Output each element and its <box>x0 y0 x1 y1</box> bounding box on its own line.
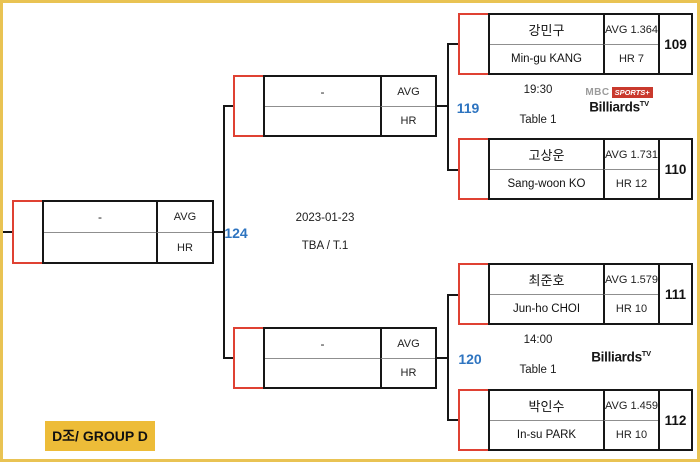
connector-line <box>435 105 448 107</box>
billiards-logo-text: Billiards <box>591 349 642 365</box>
player-box-111: 최준호 AVG 1.579 111 Jun-ho CHOI HR 10 <box>458 263 693 325</box>
billiards-tv-logo: BilliardsTV <box>589 99 649 115</box>
semifinal-top-slot-box: - AVG HR <box>233 75 437 137</box>
player-box-109: 강민구 AVG 1.364 109 Min-gu KANG HR 7 <box>458 13 693 75</box>
final-winner-marker-cell <box>12 200 44 264</box>
connector-line <box>447 169 459 171</box>
connector-line <box>447 294 459 296</box>
sports-plus-badge: SPORTS+ <box>611 87 653 98</box>
semifinal-top-name-top: - <box>320 84 325 99</box>
semifinal-top-winner-marker-cell <box>233 75 265 137</box>
player-avg: AVG 1.731 <box>603 140 658 169</box>
mbc-sports-logo: MBC SPORTS+ <box>585 87 653 98</box>
player-name-kr: 최준호 <box>528 273 565 288</box>
match-119-broadcaster-logos: MBC SPORTS+ BilliardsTV <box>581 87 657 115</box>
semifinal-bottom-hr-label: HR <box>380 358 435 387</box>
final-name-top: - <box>98 210 102 224</box>
player-name-en: Min-gu KANG <box>490 44 603 73</box>
player-name-kr: 박인수 <box>528 399 565 414</box>
final-avg-label: AVG <box>156 202 212 232</box>
mbc-logo-text: MBC <box>585 87 610 98</box>
semifinal-top-hr-label: HR <box>380 106 435 135</box>
connector-line <box>447 294 449 421</box>
match-number-119: 119 <box>456 100 480 116</box>
player-hr: HR 10 <box>603 294 658 323</box>
player-hr: HR 10 <box>603 420 658 449</box>
match-124-venue: TBA / T.1 <box>301 240 349 252</box>
player-seed: 111 <box>658 265 691 323</box>
player-seed: 112 <box>658 391 691 449</box>
connector-line <box>223 105 225 359</box>
billiards-logo-tv: TV <box>639 99 649 108</box>
player-name-en: Jun-ho CHOI <box>490 294 603 323</box>
semifinal-bottom-name-top: - <box>320 336 325 351</box>
connector-line <box>223 105 234 107</box>
player-box-112: 박인수 AVG 1.459 112 In-su PARK HR 10 <box>458 389 693 451</box>
connector-line <box>212 231 225 233</box>
match-120-time: 14:00 <box>523 334 553 346</box>
connector-line <box>447 43 459 45</box>
player-110-winner-marker-cell <box>458 138 490 200</box>
player-seed: 109 <box>658 15 691 73</box>
semifinal-bottom-winner-marker-cell <box>233 327 265 389</box>
final-name-bottom <box>44 232 156 262</box>
semifinal-bottom-avg-label: AVG <box>380 329 435 358</box>
player-name-en: Sang-woon KO <box>490 169 603 198</box>
connector-line <box>447 419 459 421</box>
match-120-table: Table 1 <box>519 364 557 376</box>
player-name-kr: 강민구 <box>528 23 565 38</box>
final-slot-box: - AVG HR <box>12 200 214 264</box>
match-119-table: Table 1 <box>519 114 557 126</box>
match-number-124: 124 <box>224 225 248 241</box>
semifinal-top-name-bottom <box>265 106 380 135</box>
final-hr-label: HR <box>156 232 212 262</box>
player-111-winner-marker-cell <box>458 263 490 325</box>
match-124-date: 2023-01-23 <box>295 212 355 224</box>
player-name-en: In-su PARK <box>490 420 603 449</box>
connector-line <box>3 231 12 233</box>
player-name-kr: 고상운 <box>528 148 565 163</box>
semifinal-bottom-name-bottom <box>265 358 380 387</box>
match-120-broadcaster-logos: BilliardsTV <box>581 349 661 365</box>
match-number-120: 120 <box>458 351 482 367</box>
player-hr: HR 12 <box>603 169 658 198</box>
player-hr: HR 7 <box>603 44 658 73</box>
billiards-tv-logo: BilliardsTV <box>591 349 651 365</box>
semifinal-bottom-slot-box: - AVG HR <box>233 327 437 389</box>
connector-line <box>223 357 234 359</box>
match-119-time: 19:30 <box>523 84 553 96</box>
semifinal-top-avg-label: AVG <box>380 77 435 106</box>
connector-line <box>435 357 448 359</box>
player-seed: 110 <box>658 140 691 198</box>
player-112-winner-marker-cell <box>458 389 490 451</box>
billiards-logo-text: Billiards <box>589 99 640 115</box>
group-label: D조/ GROUP D <box>45 421 155 451</box>
player-avg: AVG 1.579 <box>603 265 658 294</box>
connector-line <box>447 43 449 171</box>
player-box-110: 고상운 AVG 1.731 110 Sang-woon KO HR 12 <box>458 138 693 200</box>
player-109-winner-marker-cell <box>458 13 490 75</box>
player-avg: AVG 1.459 <box>603 391 658 420</box>
player-avg: AVG 1.364 <box>603 15 658 44</box>
billiards-logo-tv: TV <box>641 349 651 358</box>
